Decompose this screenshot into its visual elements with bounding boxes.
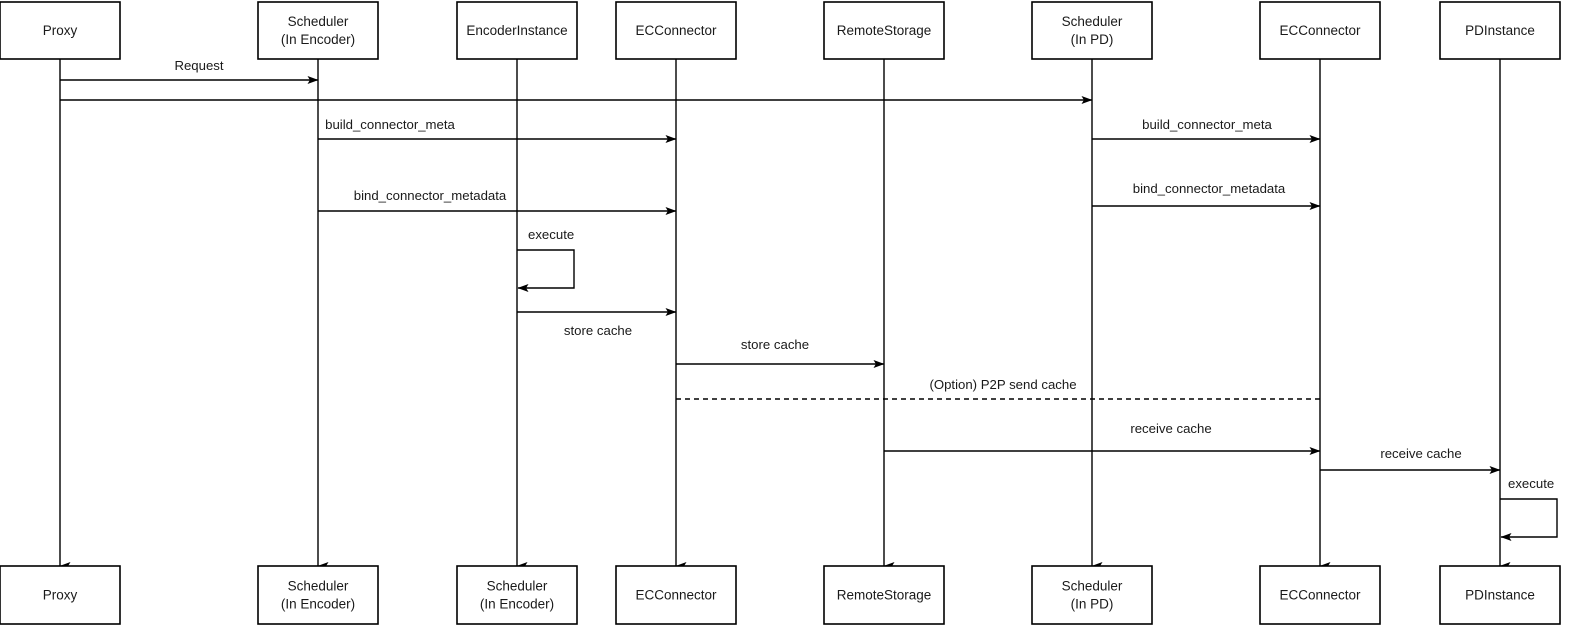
participant-label: Proxy xyxy=(43,23,78,38)
messages-group: Request build_connector_meta build_connect… xyxy=(60,58,1558,541)
message-msg-build-meta-enc[interactable]: build_connector_meta xyxy=(318,117,677,143)
participant-box-rect xyxy=(456,1,578,60)
participant-label: ECConnector xyxy=(635,23,717,38)
participant-box-rect xyxy=(1439,1,1561,60)
participant-label: PDInstance xyxy=(1465,588,1535,603)
participant-label: Scheduler xyxy=(487,579,548,594)
participant-box-rect xyxy=(456,565,578,625)
participant-label: Scheduler xyxy=(1062,14,1123,29)
participant-box-scheduler-pd[interactable]: Scheduler (In PD) xyxy=(1031,1,1153,60)
participant-box-rect xyxy=(615,1,737,60)
participant-box-proxy[interactable]: Proxy xyxy=(0,1,121,60)
message-msg-bind-meta-enc[interactable]: bind_connector_metadata xyxy=(318,188,677,215)
message-label: execute xyxy=(528,227,574,242)
participant-box-rect xyxy=(1031,1,1153,60)
participant-box-scheduler-pd-b[interactable]: Scheduler (In PD) xyxy=(1031,565,1153,625)
message-label: receive cache xyxy=(1380,446,1461,461)
participant-box-scheduler-encoder-b[interactable]: Scheduler (In Encoder) xyxy=(257,565,379,625)
message-msg-receive-cache-2[interactable]: receive cache xyxy=(1320,446,1501,474)
participant-sublabel: (In PD) xyxy=(1071,597,1114,612)
message-msg-p2p-send-cache[interactable]: (Option) P2P send cache xyxy=(676,377,1320,400)
message-msg-receive-cache-1[interactable]: receive cache xyxy=(884,421,1321,455)
participant-label: EncoderInstance xyxy=(466,23,567,38)
message-label: (Option) P2P send cache xyxy=(929,377,1076,392)
participant-box-ecconnector-pd[interactable]: ECConnector xyxy=(1259,1,1381,60)
message-label: build_connector_meta xyxy=(325,117,455,132)
message-label: execute xyxy=(1508,476,1554,491)
message-msg-execute-encoder[interactable]: execute xyxy=(517,227,575,292)
message-label: bind_connector_metadata xyxy=(354,188,507,203)
participant-box-ecconnector-enc-b[interactable]: ECConnector xyxy=(615,565,737,625)
participant-label: Scheduler xyxy=(1062,579,1123,594)
participant-box-rect xyxy=(615,565,737,625)
participant-box-rect xyxy=(1259,565,1381,625)
participant-box-proxy-b[interactable]: Proxy xyxy=(0,565,121,625)
participant-label: Scheduler xyxy=(288,14,349,29)
lifelines-group xyxy=(59,59,1511,570)
message-msg-execute-pd[interactable]: execute xyxy=(1500,476,1558,541)
participant-box-rect xyxy=(257,565,379,625)
message-msg-bind-meta-pd[interactable]: bind_connector_metadata xyxy=(1092,181,1321,210)
participant-box-ecconnector-pd-b[interactable]: ECConnector xyxy=(1259,565,1381,625)
participant-boxes-bottom: Proxy Scheduler (In Encoder) Scheduler (In E… xyxy=(0,565,1561,625)
participant-box-encoder-instance[interactable]: EncoderInstance xyxy=(456,1,578,60)
participant-label: RemoteStorage xyxy=(837,588,932,603)
participant-box-rect xyxy=(0,565,121,625)
participant-box-rect xyxy=(823,565,945,625)
participant-box-rect xyxy=(823,1,945,60)
participant-box-scheduler-encoder[interactable]: Scheduler (In Encoder) xyxy=(257,1,379,60)
participant-box-pd-instance-b[interactable]: PDInstance xyxy=(1439,565,1561,625)
participant-label: ECConnector xyxy=(635,588,717,603)
participant-sublabel: (In Encoder) xyxy=(281,32,355,47)
participant-sublabel: (In Encoder) xyxy=(480,597,554,612)
participant-label: RemoteStorage xyxy=(837,23,932,38)
message-label: bind_connector_metadata xyxy=(1133,181,1286,196)
participant-box-remote-storage[interactable]: RemoteStorage xyxy=(823,1,945,60)
message-label: store cache xyxy=(564,323,632,338)
participant-box-rect xyxy=(1259,1,1381,60)
participant-boxes-top: Proxy Scheduler (In Encoder) EncoderInstanc… xyxy=(0,1,1561,60)
participant-box-remote-storage-b[interactable]: RemoteStorage xyxy=(823,565,945,625)
self-message-path xyxy=(1500,498,1558,541)
message-label: store cache xyxy=(741,337,809,352)
participant-sublabel: (In Encoder) xyxy=(281,597,355,612)
message-msg-request[interactable]: Request xyxy=(60,58,319,84)
message-label: build_connector_meta xyxy=(1142,117,1272,132)
participant-label: ECConnector xyxy=(1279,588,1361,603)
participant-box-rect xyxy=(0,1,121,60)
message-label: Request xyxy=(174,58,223,73)
participant-box-rect xyxy=(257,1,379,60)
message-msg-store-cache-1[interactable]: store cache xyxy=(517,308,677,338)
self-message-path xyxy=(517,249,575,292)
message-msg-build-meta-pd[interactable]: build_connector_meta xyxy=(1092,117,1321,143)
participant-label: Scheduler xyxy=(288,579,349,594)
message-label: receive cache xyxy=(1130,421,1211,436)
participant-label: PDInstance xyxy=(1465,23,1535,38)
participant-label: ECConnector xyxy=(1279,23,1361,38)
participant-label: Proxy xyxy=(43,588,78,603)
participant-box-scheduler-encoder-b2[interactable]: Scheduler (In Encoder) xyxy=(456,565,578,625)
participant-box-ecconnector-enc[interactable]: ECConnector xyxy=(615,1,737,60)
message-msg-store-cache-2[interactable]: store cache xyxy=(676,337,885,368)
participant-box-pd-instance[interactable]: PDInstance xyxy=(1439,1,1561,60)
participant-box-rect xyxy=(1031,565,1153,625)
participant-box-rect xyxy=(1439,565,1561,625)
participant-sublabel: (In PD) xyxy=(1071,32,1114,47)
